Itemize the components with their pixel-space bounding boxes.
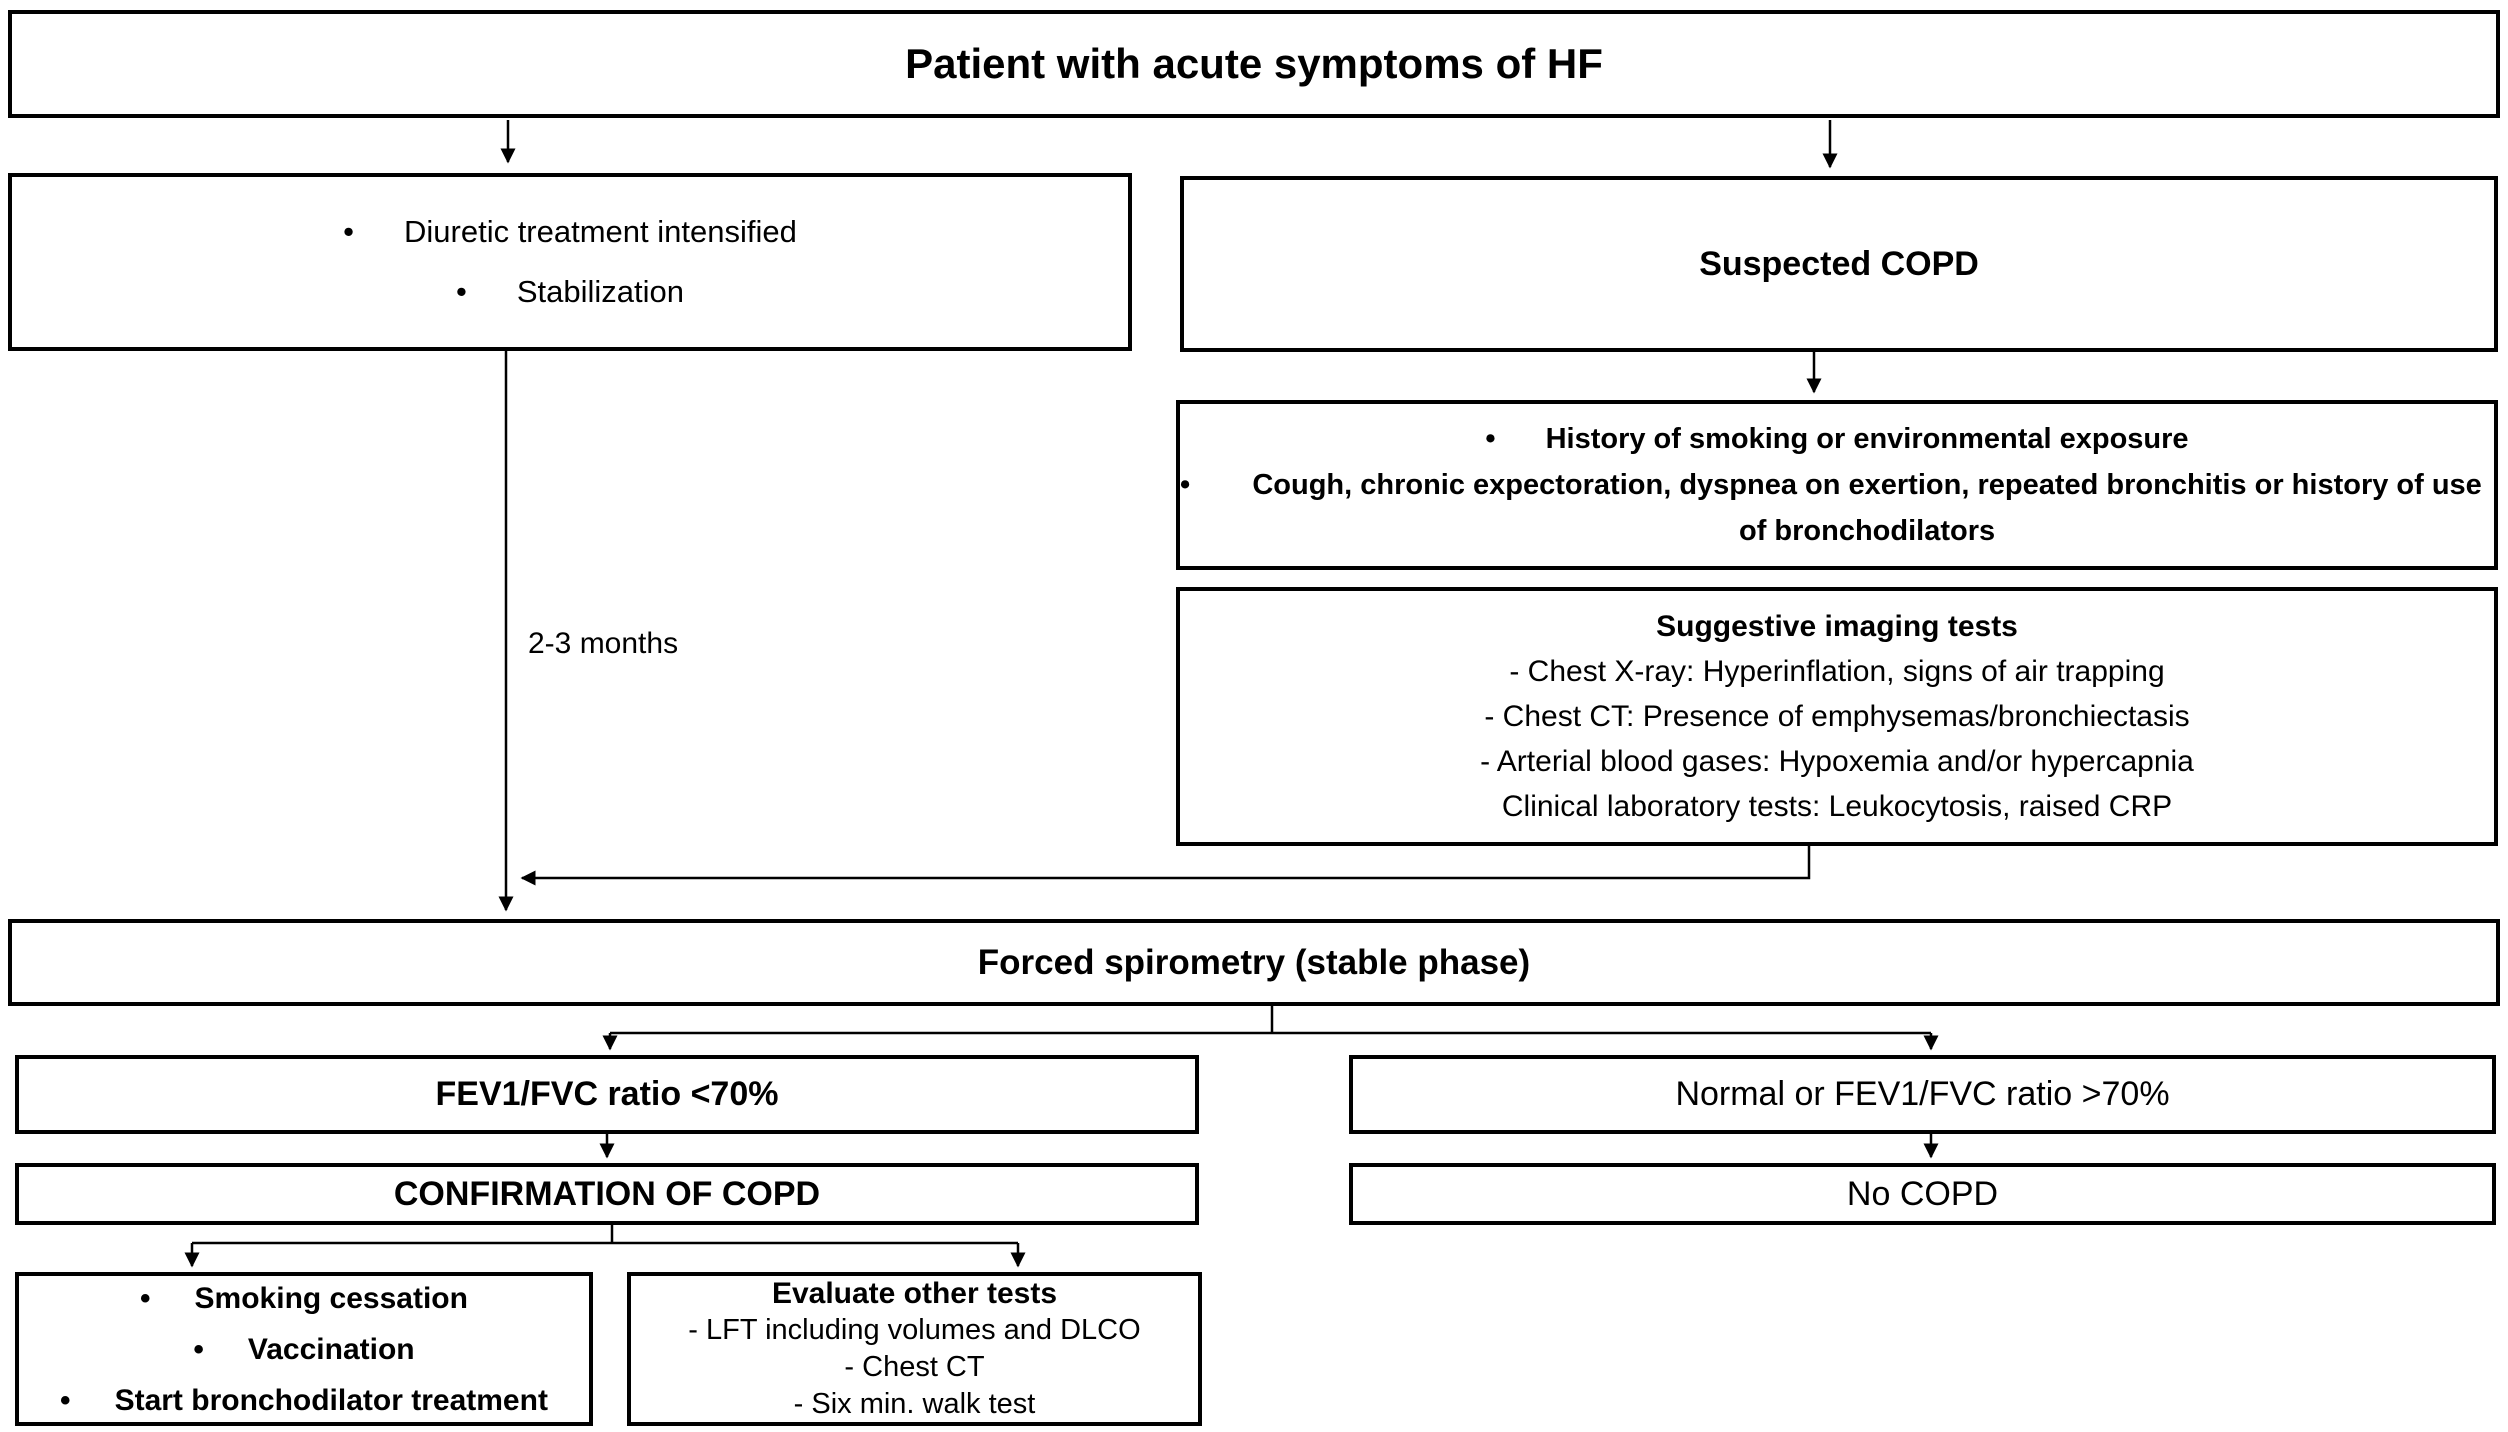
imaging-tests-box: Suggestive imaging tests - Chest X-ray: … [1176, 587, 2498, 846]
duration-label: 2-3 months [528, 627, 679, 660]
suspected-copd-box: Suspected COPD [1180, 176, 2498, 352]
history-box: History of smoking or environmental expo… [1176, 400, 2498, 570]
no-copd-box: No COPD [1349, 1163, 2496, 1225]
list-item-text: Start bronchodilator treatment [114, 1383, 548, 1417]
suspected-copd-label: Suspected COPD [1699, 244, 1979, 283]
list-item: History of smoking or environmental expo… [1485, 416, 2189, 462]
list-item: Smoking cessation [140, 1273, 468, 1324]
fev1-normal-label: Normal or FEV1/FVC ratio >70% [1675, 1075, 2170, 1113]
list-item-text: Diuretic treatment intensified [404, 214, 797, 249]
bullet-icon [1485, 416, 1495, 462]
confirmation-copd-box: CONFIRMATION OF COPD [15, 1163, 1199, 1225]
bullet-icon [456, 262, 467, 322]
list-item: Stabilization [456, 262, 684, 322]
bullet-icon [60, 1375, 71, 1426]
evaluate-line: - LFT including volumes and DLCO [688, 1314, 1141, 1346]
root-box: Patient with acute symptoms of HF [8, 10, 2500, 118]
fev1-low-label: FEV1/FVC ratio <70% [435, 1075, 779, 1113]
list-item-text: Stabilization [516, 274, 684, 309]
imaging-line: - Chest X-ray: Hyperinflation, signs of … [1509, 655, 2165, 688]
bullet-icon [140, 1273, 151, 1324]
no-copd-label: No COPD [1846, 1174, 1999, 1213]
management-box: Smoking cessation Vaccination Start bron… [15, 1272, 593, 1426]
imaging-box-title: Suggestive imaging tests [1656, 610, 2018, 643]
list-item-text: Smoking cessation [194, 1281, 468, 1315]
root-box-label: Patient with acute symptoms of HF [905, 40, 1603, 87]
confirmation-copd-label: CONFIRMATION OF COPD [393, 1174, 821, 1213]
fev1-low-box: FEV1/FVC ratio <70% [15, 1055, 1199, 1134]
list-item: Vaccination [193, 1324, 415, 1375]
diuretic-treatment-box: Diuretic treatment intensified Stabiliza… [8, 173, 1132, 351]
fev1-normal-box: Normal or FEV1/FVC ratio >70% [1349, 1055, 2496, 1134]
bullet-icon [343, 202, 354, 262]
evaluate-line: - Six min. walk test [793, 1388, 1036, 1420]
list-item: Diuretic treatment intensified [343, 202, 797, 262]
bullet-icon [1180, 462, 1190, 508]
evaluate-tests-box: Evaluate other tests - LFT including vol… [627, 1272, 1202, 1426]
spirometry-box: Forced spirometry (stable phase) [8, 919, 2500, 1006]
imaging-line: Clinical laboratory tests: Leukocytosis,… [1501, 790, 2173, 823]
evaluate-box-title: Evaluate other tests [771, 1277, 1058, 1310]
list-item-text: Cough, chronic expectoration, dyspnea on… [1252, 469, 2482, 547]
list-item-text: Vaccination [247, 1332, 415, 1366]
spirometry-label: Forced spirometry (stable phase) [977, 942, 1531, 982]
imaging-line: - Arterial blood gases: Hypoxemia and/or… [1480, 745, 2194, 778]
list-item-text: History of smoking or environmental expo… [1545, 423, 2189, 455]
evaluate-line: - Chest CT [844, 1351, 985, 1383]
list-item: Start bronchodilator treatment [60, 1375, 548, 1426]
imaging-line: - Chest CT: Presence of emphysemas/bronc… [1484, 700, 2190, 733]
list-item: Cough, chronic expectoration, dyspnea on… [1180, 462, 2494, 554]
bullet-icon [193, 1324, 204, 1375]
